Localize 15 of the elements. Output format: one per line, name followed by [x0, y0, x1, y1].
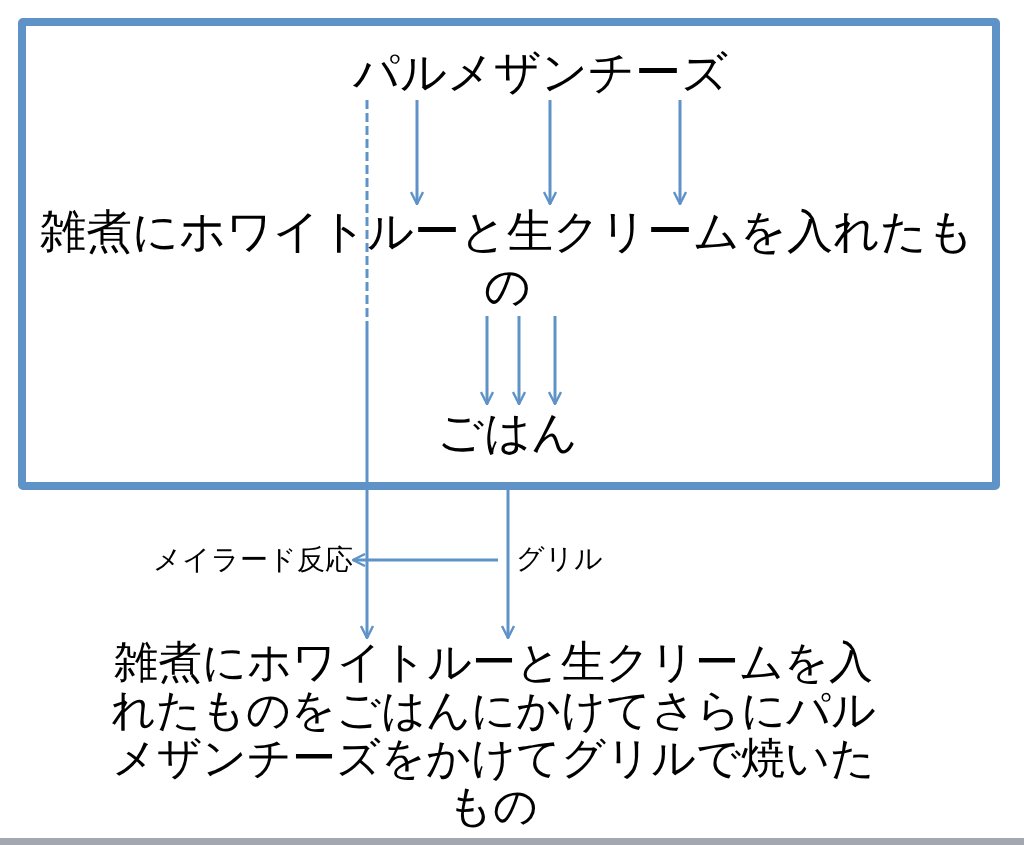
outline-frame [18, 18, 1000, 490]
arrow [351, 552, 498, 568]
ingredient-label: ごはん [420, 404, 595, 460]
dish-description: 雑煮にホワイトルーと生クリームを入れたものをごはんにかけてさらにパルメザンチーズをかけてグリルで焼いたもの [103, 638, 883, 834]
arrow [511, 316, 527, 406]
arrow [547, 316, 563, 406]
arrow [479, 316, 495, 406]
arrow [672, 100, 688, 206]
arrow [542, 100, 558, 206]
arrow [500, 490, 516, 640]
mixture-label: 雑煮にホワイトルーと生クリームを入れたもの [37, 204, 977, 316]
arrow [409, 100, 425, 206]
dashed-arrow [359, 100, 375, 640]
ingredient-label: パルメザンチーズ [320, 44, 760, 100]
reaction-label: メイラード反応 [143, 542, 353, 578]
